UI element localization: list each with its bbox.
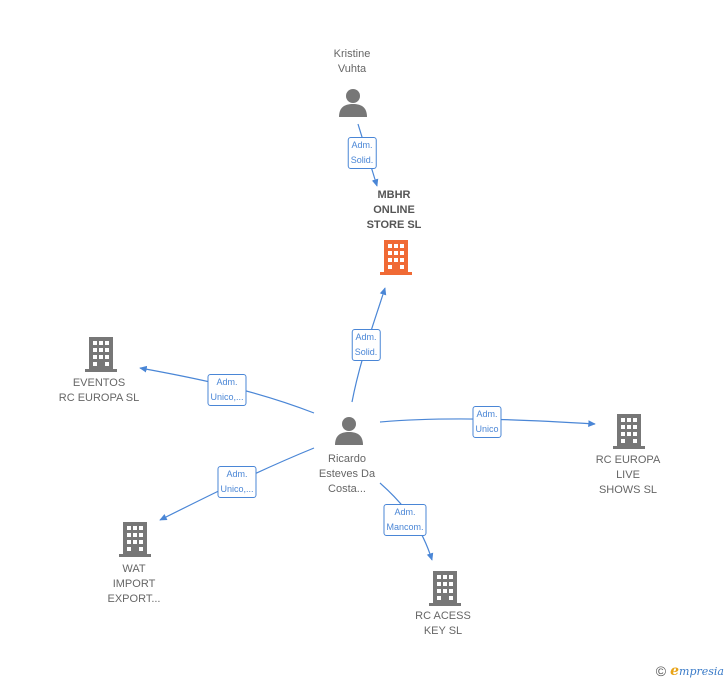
building-icon[interactable] [613, 413, 645, 449]
node-label-kristine[interactable]: Kristine Vuhta [333, 48, 371, 75]
brand-footer: © empresia [656, 663, 724, 679]
node-label-mbhr[interactable]: MBHR ONLINE STORE SL [366, 189, 422, 231]
building-icon[interactable] [119, 521, 151, 557]
node-label-eventos[interactable]: EVENTOS RC EUROPA SL [58, 377, 140, 404]
node-label-ricardo[interactable]: Ricardo Esteves Da Costa... [318, 453, 376, 495]
empresia-logo[interactable]: empresia [670, 663, 724, 679]
edge-label-ricardo-mbhr[interactable]: Adm. Solid. [351, 329, 381, 361]
building-icon[interactable] [85, 336, 117, 372]
node-label-rcacess[interactable]: RC ACESS KEY SL [415, 610, 471, 637]
edge-label-ricardo-eventos[interactable]: Adm. Unico,... [207, 374, 247, 406]
person-icon[interactable] [333, 415, 365, 447]
edge-label-ricardo-wat[interactable]: Adm. Unico,... [217, 466, 257, 498]
building-icon[interactable] [429, 570, 461, 606]
node-label-rclive[interactable]: RC EUROPA LIVE SHOWS SL [595, 454, 661, 496]
node-label-wat[interactable]: WAT IMPORT EXPORT... [107, 563, 161, 605]
building-icon[interactable] [380, 239, 412, 275]
copyright-icon: © [655, 663, 667, 679]
edge-label-kristine-mbhr[interactable]: Adm. Solid. [347, 137, 377, 169]
edge-label-ricardo-rcacess[interactable]: Adm. Mancom. [383, 504, 427, 536]
person-icon[interactable] [337, 87, 369, 119]
edge-label-ricardo-rclive[interactable]: Adm. Unico [472, 406, 502, 438]
